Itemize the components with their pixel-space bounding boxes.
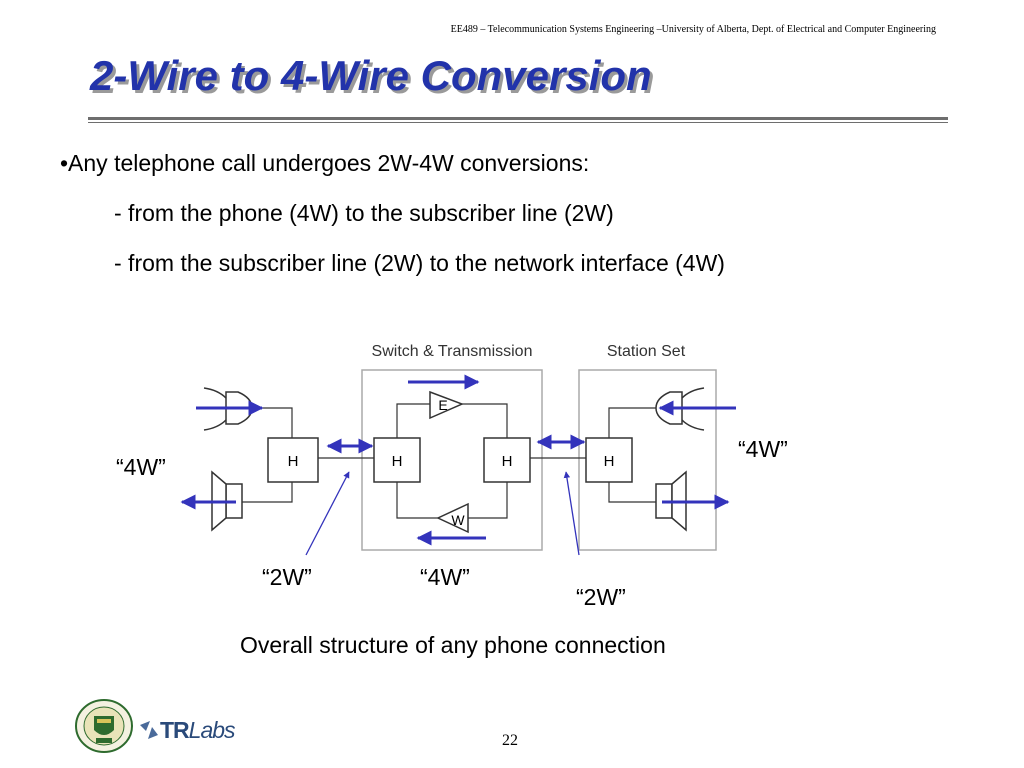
echo-amplifier — [429, 390, 464, 420]
w-label: W — [451, 512, 465, 528]
label-4w-center: “4W” — [420, 564, 470, 590]
label-2w-left: “2W” — [262, 564, 312, 590]
hybrid-switch-left-label: H — [392, 453, 403, 470]
echo-label: E — [438, 397, 447, 413]
section-switch-label: Switch & Transmission — [372, 343, 533, 360]
switch-transmission-box — [361, 369, 543, 551]
station-set-box — [578, 369, 717, 551]
trlabs-bold: TR — [160, 716, 190, 743]
label-2w-right: “2W” — [576, 584, 626, 610]
wire-left-tx — [242, 482, 293, 503]
page-number: 22 — [502, 732, 518, 749]
title-rule-thick — [88, 117, 948, 120]
slide-title: 2-Wire to 4-Wire Conversion — [90, 52, 652, 99]
pointer-2w-right — [563, 471, 580, 556]
hybrid-left-outer — [267, 437, 319, 483]
section-station-label: Station Set — [607, 343, 686, 360]
sub-bullet-2: - from the subscriber line (2W) to the n… — [114, 250, 725, 276]
label-4w-left: “4W” — [116, 454, 166, 480]
pointer-2w-left — [305, 471, 350, 556]
trlabs-logo: TRLabs — [138, 716, 236, 744]
title-rule-thin — [88, 122, 948, 123]
hybrid-left-label: H — [288, 453, 299, 470]
course-header: EE489 – Telecommunication Systems Engine… — [450, 24, 936, 35]
signal-arrows — [180, 374, 736, 546]
bullet-main: •Any telephone call undergoes 2W-4W conv… — [60, 150, 590, 176]
wire-right-tx — [608, 482, 656, 503]
hybrid-right-label: H — [604, 453, 615, 470]
trlabs-italic: Labs — [188, 716, 236, 743]
label-4w-right: “4W” — [738, 436, 788, 462]
trlabs-mark-icon — [140, 721, 158, 739]
wire-right-rx — [608, 407, 656, 438]
hybrid-switch-right-label: H — [502, 453, 513, 470]
sub-bullet-1: - from the phone (4W) to the subscriber … — [114, 200, 614, 226]
university-seal-logo — [74, 698, 134, 754]
wire-left-rx — [252, 407, 293, 438]
west-amplifier — [436, 502, 469, 534]
diagram-caption: Overall structure of any phone connectio… — [240, 632, 666, 658]
